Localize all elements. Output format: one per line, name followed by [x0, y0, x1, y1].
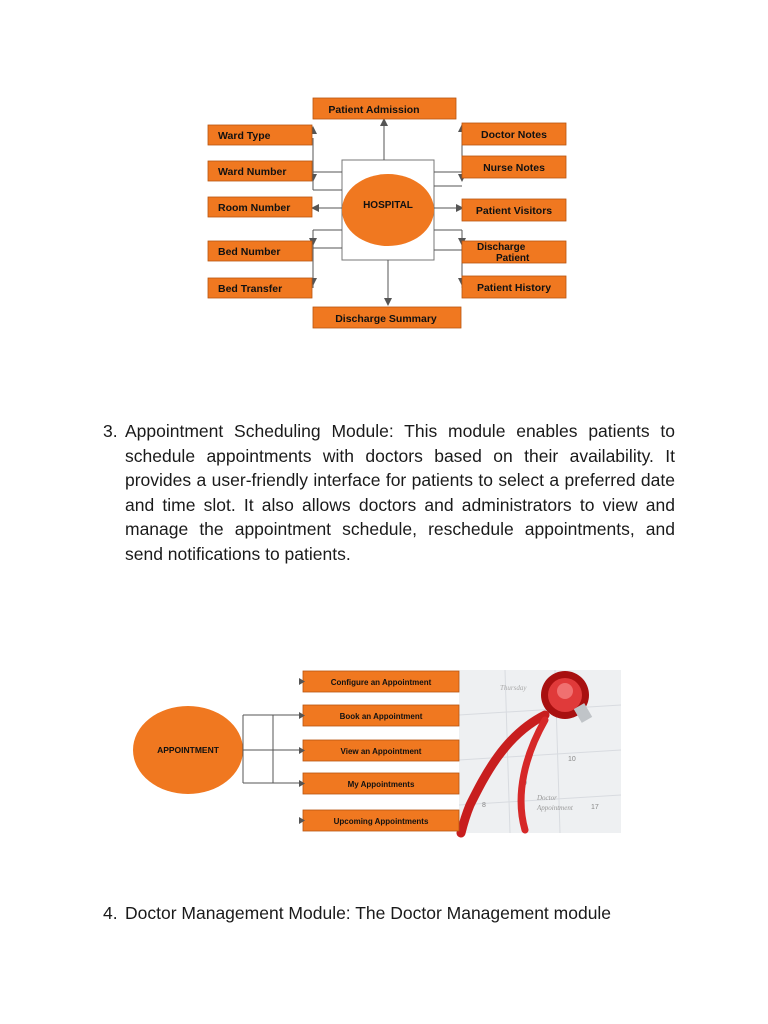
svg-text:Appointment: Appointment — [536, 804, 574, 812]
svg-text:17: 17 — [591, 804, 599, 811]
appointment-box-label-2: View an Appointment — [341, 747, 422, 756]
section-4-text: The Doctor Management module — [351, 903, 611, 923]
box-discharge-summary-label: Discharge Summary — [335, 313, 437, 325]
hospital-module-diagram: HOSPITAL Patient Admission Discharge Sum — [200, 90, 580, 340]
appointment-box-label-1: Book an Appointment — [340, 712, 423, 721]
box-left-label-4: Bed Transfer — [218, 283, 282, 295]
box-left-label-2: Room Number — [218, 202, 290, 214]
appointment-module-diagram: Thursday 9 10 8 17 Doctor Appointment AP… — [125, 665, 625, 840]
section-3-heading: Appointment Scheduling Module: — [125, 421, 394, 441]
box-left-label-0: Ward Type — [218, 130, 271, 142]
appointment-box-label-3: My Appointments — [348, 780, 415, 789]
svg-text:Doctor: Doctor — [536, 794, 557, 802]
box-right-label-4: Patient History — [477, 282, 551, 294]
box-left-label-3: Bed Number — [218, 246, 280, 258]
box-right-label-1: Nurse Notes — [483, 162, 545, 174]
appointment-box-label-4: Upcoming Appointments — [334, 817, 429, 826]
section-4-number: 4. — [103, 901, 118, 926]
appointment-center-label: APPOINTMENT — [157, 745, 220, 755]
section-4-heading: Doctor Management Module: — [125, 903, 351, 923]
section-4-paragraph: 4. Doctor Management Module: The Doctor … — [103, 901, 675, 926]
stethoscope-calendar-photo: Thursday 9 10 8 17 Doctor Appointment — [459, 670, 621, 833]
appointment-box-label-0: Configure an Appointment — [331, 678, 432, 687]
svg-text:Thursday: Thursday — [500, 684, 527, 692]
section-3-text: This module enables patients to schedule… — [125, 421, 675, 564]
hospital-center-label: HOSPITAL — [363, 200, 413, 211]
svg-text:8: 8 — [482, 802, 486, 809]
svg-text:10: 10 — [568, 756, 576, 763]
box-right-label-2: Patient Visitors — [476, 205, 552, 217]
box-patient-admission-label: Patient Admission — [328, 104, 419, 116]
section-3-number: 3. — [103, 419, 118, 444]
section-3-paragraph: 3. Appointment Scheduling Module: This m… — [103, 419, 675, 566]
box-right-label-0: Doctor Notes — [481, 129, 547, 141]
box-left-label-1: Ward Number — [218, 166, 286, 178]
